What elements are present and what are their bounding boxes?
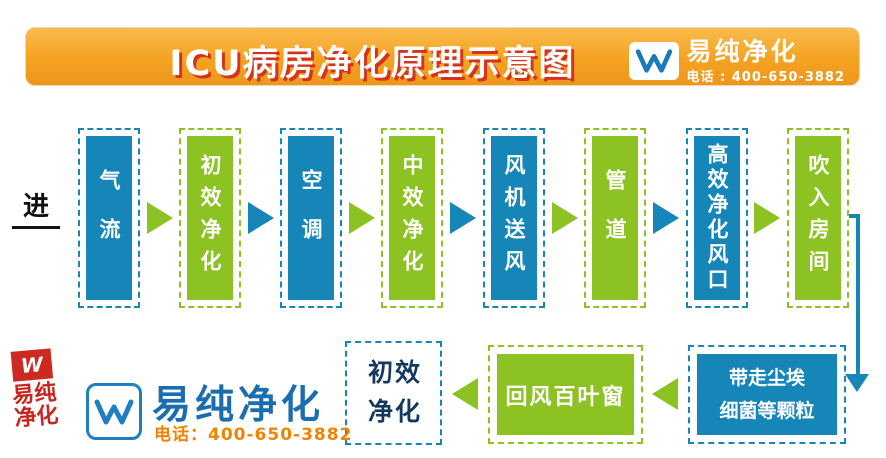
seal-text: 易纯净化: [11, 379, 60, 432]
flow-step-air-conditioner: 空调: [280, 128, 342, 308]
flow-step-duct: 管道: [584, 128, 646, 308]
flow-step-box: 风机送风: [491, 136, 537, 300]
flow-step-return-louver: 回风百叶窗: [488, 345, 643, 444]
brand-phone: 电话 : 400-650-3882: [686, 69, 845, 85]
flow-step-label: 回风百叶窗: [505, 384, 626, 410]
flow-arrow-down-icon: [845, 374, 869, 392]
flow-step-fan-supply: 风机送风: [483, 128, 545, 308]
flow-step-box: 空调: [288, 136, 334, 300]
flow-arrow-right-icon: [349, 202, 375, 234]
flow-arrow-right-icon: [450, 202, 476, 234]
flow-step-box: 管道: [592, 136, 638, 300]
brand-seal: W 易纯净化: [5, 348, 64, 432]
flow-step-hepa-outlet: 高效净化风口: [686, 128, 748, 308]
flow-step-medium-purification: 中效净化: [381, 128, 443, 308]
flow-step-box: 中效净化: [389, 136, 435, 300]
flow-step-airflow: 气流: [78, 128, 140, 308]
flow-step-label: 空调: [299, 169, 323, 267]
flow-step-box: 初效 净化: [354, 350, 433, 436]
flow-arrow-right-icon: [147, 202, 173, 234]
header-banner: ICU病房净化原理示意图 易纯净化 电话 : 400-650-3882: [25, 27, 860, 86]
flow-step-label: 初效净化: [198, 154, 222, 282]
flow-step-label: 风机送风: [502, 154, 526, 282]
flow-step-label: 初效 净化: [368, 358, 423, 426]
flow-arrow-left-icon: [452, 378, 478, 410]
flow-arrow-right-icon: [552, 202, 578, 234]
footer-brand-name: 易纯净化: [152, 383, 325, 428]
flow-arrow-left-icon: [652, 378, 678, 410]
connector-line-vertical: [856, 214, 860, 374]
brand-texts: 易纯净化 电话 : 400-650-3882: [687, 38, 846, 85]
flow-step-label: 中效净化: [400, 154, 424, 282]
inlet-label: 进: [12, 186, 60, 229]
flow-step-label: 带走尘埃 细菌等颗粒: [719, 367, 815, 422]
flow-step-box: 高效净化风口: [694, 136, 740, 300]
flow-step-box: 吹入房间: [795, 136, 841, 300]
w-logo-icon: [635, 49, 672, 73]
flow-step-label: 管道: [603, 169, 627, 267]
flow-step-box: 带走尘埃 细菌等颗粒: [697, 354, 837, 435]
brand-block: 易纯净化 电话 : 400-650-3882: [628, 38, 846, 85]
flow-arrow-right-icon: [653, 202, 679, 234]
flow-step-box: 气流: [86, 136, 132, 300]
flow-step-label: 气流: [97, 169, 121, 267]
flow-step-box: 初效净化: [187, 136, 233, 300]
flow-step-label: 吹入房间: [806, 154, 830, 282]
flow-step-dust-removal: 带走尘埃 细菌等颗粒: [688, 345, 846, 444]
footer-brand-logo-icon: [86, 383, 142, 440]
footer-brand-phone: 电话：400-650-3882: [154, 425, 353, 445]
connector-line-horizontal: [849, 214, 860, 218]
page-title: ICU病房净化原理示意图: [169, 44, 576, 84]
flow-arrow-right-icon: [248, 202, 274, 234]
flow-step-blow-into-room: 吹入房间: [787, 128, 849, 308]
seal-w-logo-icon: W: [10, 348, 54, 382]
flow-step-label: 高效净化风口: [705, 143, 729, 293]
flow-step-box: 回风百叶窗: [497, 354, 634, 435]
w-logo-icon: [94, 399, 134, 424]
flow-arrow-right-icon: [754, 202, 780, 234]
brand-logo-icon: [628, 42, 679, 81]
flow-step-primary-purification: 初效净化: [179, 128, 241, 308]
brand-name: 易纯净化: [686, 37, 799, 66]
flow-step-primary-purification-return: 初效 净化: [345, 341, 442, 445]
